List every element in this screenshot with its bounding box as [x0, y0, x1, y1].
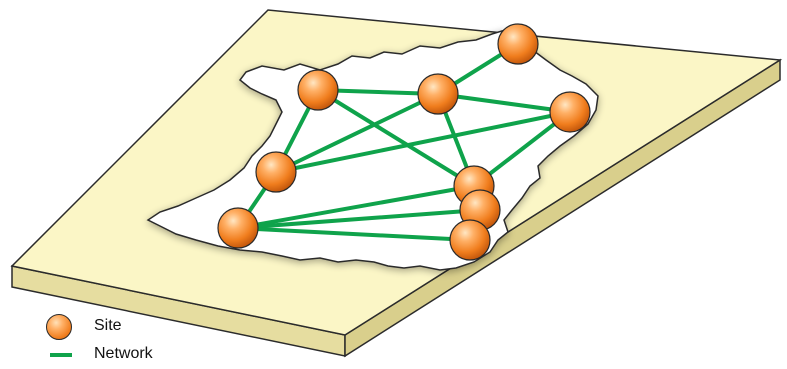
- legend-site-label: Site: [94, 317, 122, 334]
- network-link: [316, 88, 476, 188]
- network-link: [236, 208, 482, 230]
- network-link: [436, 92, 572, 114]
- site-nodes: [217, 23, 591, 261]
- network-link: [236, 226, 472, 242]
- site-node-icon: [217, 207, 259, 249]
- site-node-icon: [449, 219, 491, 261]
- site-node-icon: [549, 91, 591, 133]
- network-link: [274, 110, 572, 174]
- network-link: [274, 92, 440, 174]
- network-legend-icon: [38, 341, 82, 367]
- site-node-icon: [297, 69, 339, 111]
- legend-network-label: Network: [94, 345, 153, 362]
- site-node-icon: [417, 73, 459, 115]
- site-node-icon: [497, 23, 539, 65]
- legend-site: Site: [38, 312, 153, 340]
- network-link: [236, 184, 476, 230]
- legend: Site Network: [38, 312, 153, 368]
- legend-network: Network: [38, 340, 153, 368]
- site-node-icon: [255, 151, 297, 193]
- site-legend-icon: [38, 313, 82, 340]
